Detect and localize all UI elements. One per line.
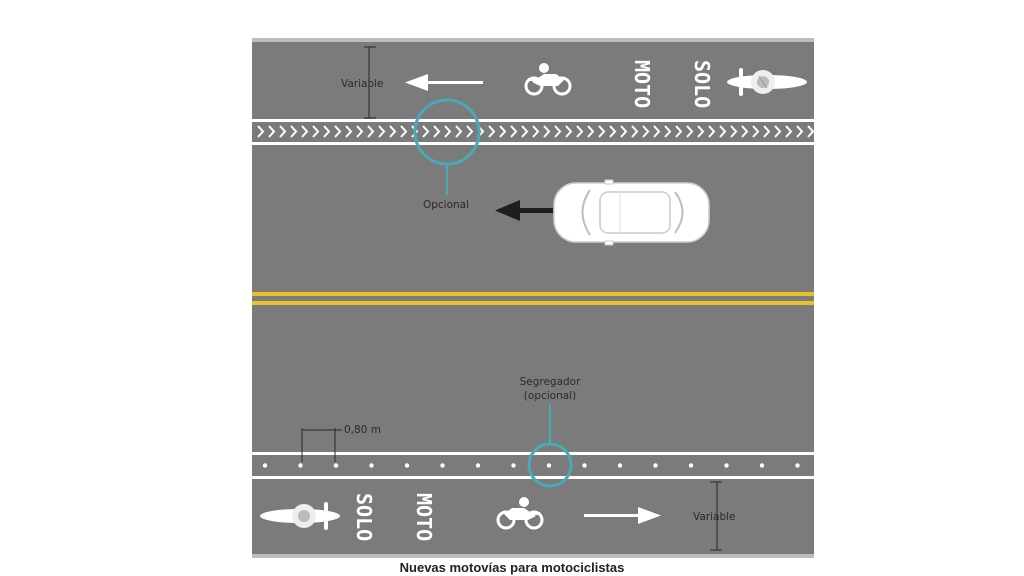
segregator-dot bbox=[262, 463, 268, 468]
figure-caption: Nuevas motovías para motociclistas bbox=[399, 560, 625, 575]
chevron-mark bbox=[543, 125, 551, 138]
segregator-dot bbox=[369, 463, 374, 468]
segregator-dot bbox=[333, 463, 339, 468]
bottom-solo-text: SOLO bbox=[352, 493, 376, 541]
optional-callout bbox=[413, 98, 481, 195]
chevron-mark bbox=[620, 125, 628, 138]
chevron-mark bbox=[752, 125, 760, 138]
chevron-mark bbox=[356, 125, 364, 138]
bottom-lane-dimension bbox=[710, 481, 722, 551]
road-surface bbox=[252, 38, 814, 558]
top-lane-dimension bbox=[364, 46, 376, 119]
chevron-mark bbox=[301, 125, 309, 138]
segregator-label-line2: (opcional) bbox=[524, 390, 576, 402]
segregator-dot bbox=[440, 463, 445, 468]
chevron-mark bbox=[400, 125, 408, 138]
chevron-mark bbox=[389, 125, 397, 138]
car-direction-arrow-icon bbox=[495, 200, 553, 221]
motorcycle-top-icon-bottom bbox=[260, 502, 340, 530]
top-separator-line-2 bbox=[252, 142, 814, 145]
chevron-mark bbox=[565, 125, 573, 138]
segregator-callout bbox=[527, 405, 573, 488]
chevron-mark bbox=[719, 125, 727, 138]
chevron-mark bbox=[554, 125, 562, 138]
chevron-mark bbox=[653, 125, 661, 138]
chevron-mark bbox=[642, 125, 650, 138]
segregator-dot bbox=[546, 463, 552, 468]
car-top-icon bbox=[553, 179, 710, 246]
segregator-dot bbox=[759, 463, 765, 468]
segregator-dot bbox=[404, 463, 410, 468]
segregator-dot bbox=[617, 463, 623, 468]
chevron-mark bbox=[730, 125, 738, 138]
motorcycle-symbol-icon bbox=[524, 63, 572, 96]
chevron-mark bbox=[807, 125, 815, 138]
chevron-mark bbox=[279, 125, 287, 138]
optional-label: Opcional bbox=[423, 199, 469, 211]
top-edge-line bbox=[252, 38, 814, 42]
center-line-1 bbox=[252, 292, 814, 296]
segregator-dot bbox=[688, 463, 694, 468]
chevron-mark bbox=[686, 125, 694, 138]
spacing-label: 0,80 m bbox=[344, 424, 381, 436]
chevron-mark bbox=[455, 125, 463, 138]
top-direction-arrow-icon bbox=[405, 74, 483, 91]
chevron-mark bbox=[488, 125, 496, 138]
bottom-direction-arrow-icon bbox=[584, 507, 661, 524]
chevron-mark bbox=[290, 125, 298, 138]
chevron-mark bbox=[796, 125, 804, 138]
chevron-mark bbox=[433, 125, 441, 138]
center-line-2 bbox=[252, 301, 814, 305]
chevron-mark bbox=[312, 125, 320, 138]
chevron-buffer bbox=[257, 125, 815, 138]
segregator-dot bbox=[724, 463, 729, 468]
spacing-dimension bbox=[301, 428, 342, 462]
chevron-mark bbox=[345, 125, 353, 138]
bottom-variable-label: Variable bbox=[693, 511, 736, 523]
chevron-mark bbox=[576, 125, 584, 138]
segregator-dot bbox=[475, 463, 481, 468]
chevron-mark bbox=[532, 125, 540, 138]
chevron-mark bbox=[587, 125, 595, 138]
chevron-mark bbox=[367, 125, 375, 138]
chevron-mark bbox=[631, 125, 639, 138]
chevron-mark bbox=[521, 125, 529, 138]
segregator-dot bbox=[511, 463, 516, 468]
chevron-mark bbox=[378, 125, 386, 138]
chevron-mark bbox=[268, 125, 276, 138]
chevron-mark bbox=[664, 125, 672, 138]
top-moto-text: MOTO bbox=[630, 60, 654, 108]
chevron-mark bbox=[763, 125, 771, 138]
bottom-edge-line bbox=[252, 554, 814, 558]
top-separator-line-1 bbox=[252, 119, 814, 122]
motorcycle-symbol-icon-bottom bbox=[496, 497, 544, 530]
bottom-moto-text: MOTO bbox=[412, 493, 436, 541]
chevron-mark bbox=[422, 125, 430, 138]
segregator-dot bbox=[298, 463, 303, 468]
chevron-mark bbox=[334, 125, 342, 138]
motorcycle-top-icon bbox=[727, 68, 807, 96]
segregator-label-line1: Segregador bbox=[520, 376, 582, 388]
top-solo-text: SOLO bbox=[690, 60, 714, 108]
chevron-mark bbox=[466, 125, 474, 138]
chevron-mark bbox=[323, 125, 331, 138]
chevron-mark bbox=[444, 125, 452, 138]
segregator-dot bbox=[795, 463, 800, 468]
chevron-mark bbox=[708, 125, 716, 138]
chevron-mark bbox=[675, 125, 683, 138]
top-variable-label: Variable bbox=[341, 78, 384, 90]
segregator-dot bbox=[582, 463, 587, 468]
chevron-mark bbox=[598, 125, 606, 138]
chevron-mark bbox=[774, 125, 782, 138]
chevron-mark bbox=[609, 125, 617, 138]
chevron-mark bbox=[785, 125, 793, 138]
chevron-mark bbox=[499, 125, 507, 138]
segregator-dots bbox=[262, 463, 800, 468]
chevron-mark bbox=[697, 125, 705, 138]
chevron-mark bbox=[257, 125, 265, 138]
chevron-mark bbox=[510, 125, 518, 138]
segregator-dot bbox=[653, 463, 658, 468]
chevron-mark bbox=[741, 125, 749, 138]
